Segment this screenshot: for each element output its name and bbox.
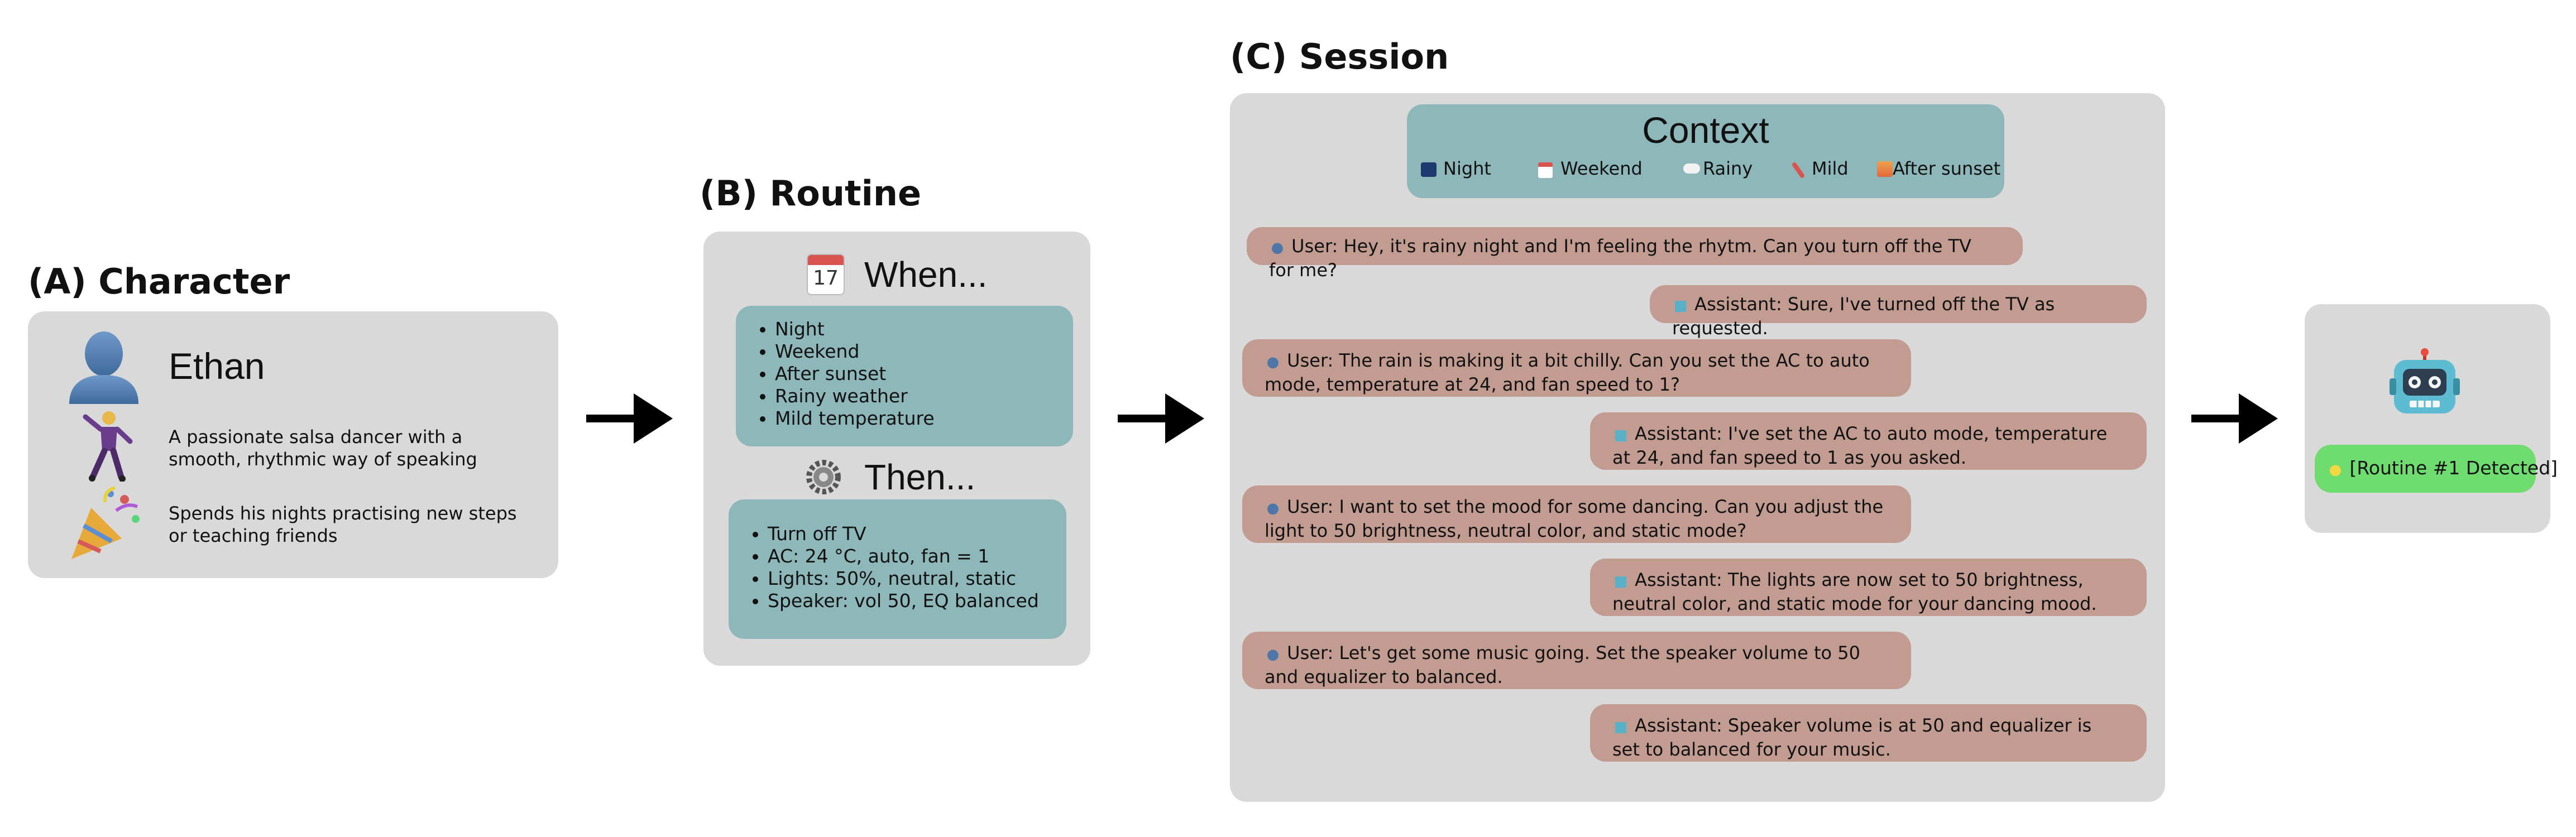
list-item: AC: 24 °C, auto, fan = 1 [768,545,1066,567]
when-box: NightWeekendAfter sunsetRainy weatherMil… [736,306,1073,446]
then-label: Then... [864,457,976,497]
gear-icon [806,460,841,494]
robot-icon: ■ [1613,427,1628,444]
session-panel: Context Night Weekend Rainy Mild After s… [1230,93,2165,802]
list-item: After sunset [775,363,1073,385]
list-item: Rainy weather [775,385,1073,407]
flow-arrow-icon [586,393,673,444]
trait-text: Spends his nights practising new steps o… [169,503,517,546]
session-heading: (C) Session [1230,36,1449,77]
thermometer-icon [1791,161,1806,179]
user-icon: ● [1271,239,1284,256]
calendar-icon: 17 [807,254,845,295]
user-icon: ● [1266,646,1280,663]
chat-message-user: ● User: Hey, it's rainy night and I'm fe… [1247,227,2023,281]
then-list: Turn off TVAC: 24 °C, auto, fan = 1Light… [729,523,1066,612]
character-heading: (A) Character [28,261,290,302]
routine-panel: 17 When... NightWeekendAfter sunsetRainy… [703,232,1090,666]
robot-icon: ■ [1673,297,1688,314]
list-item: Lights: 50%, neutral, static [768,567,1066,590]
chat-message-user: ● User: Let's get some music going. Set … [1242,632,1911,689]
list-item: Turn off TV [768,523,1066,545]
calendar-icon [1538,162,1553,178]
dancer-icon [83,411,133,482]
rain-cloud-icon [1683,163,1700,174]
user-icon: ● [1266,354,1280,371]
chat-message-user: ● User: I want to set the mood for some … [1242,485,1911,543]
sunset-icon [1877,161,1893,177]
detector-panel: ● [Routine #1 Detected] [2305,304,2558,533]
chat-message-assistant: ■ Assistant: Sure, I've turned off the T… [1650,285,2147,339]
chat-message-user: ● User: The rain is making it a bit chil… [1242,339,1911,397]
list-item: Weekend [775,340,1073,363]
then-box: Turn off TVAC: 24 °C, auto, fan = 1Light… [729,499,1066,639]
flow-arrow-icon [2191,393,2278,444]
lightbulb-icon: ● [2329,461,2342,478]
context-tag: Rainy [1703,158,1753,179]
list-item: Night [775,318,1073,340]
chat-message-assistant: ■ Assistant: I've set the AC to auto mod… [1590,412,2147,470]
party-popper-icon [71,486,140,559]
robot-icon: ■ [1613,573,1628,590]
list-item: Mild temperature [775,407,1073,430]
routine-detected-badge: ● [Routine #1 Detected] [2315,445,2558,493]
night-icon [1421,162,1437,177]
character-name: Ethan [169,345,265,387]
context-tag: Weekend [1560,158,1643,179]
chat-message-assistant: ■ Assistant: Speaker volume is at 50 and… [1590,704,2147,762]
robot-icon [2390,348,2460,413]
user-icon: ● [1266,500,1280,517]
person-silhouette-icon [69,331,138,404]
when-label: When... [864,254,988,295]
context-box: Context Night Weekend Rainy Mild After s… [1407,104,2004,198]
flow-arrow-icon [1118,393,1204,444]
context-tag: Mild [1812,158,1849,179]
context-tags: Night Weekend Rainy Mild After sunset [1421,158,2002,186]
context-tag: After sunset [1893,158,2001,179]
routine-heading: (B) Routine [700,173,922,214]
trait-text: A passionate salsa dancer with a smooth,… [169,426,477,470]
robot-icon: ■ [1613,719,1628,735]
context-title: Context [1642,109,1769,151]
list-item: Speaker: vol 50, EQ balanced [768,590,1066,612]
when-list: NightWeekendAfter sunsetRainy weatherMil… [736,318,1073,430]
character-panel: Ethan A passionate salsa dancer with a s… [28,311,558,578]
chat-message-assistant: ■ Assistant: The lights are now set to 5… [1590,559,2147,616]
context-tag: Night [1443,158,1491,179]
